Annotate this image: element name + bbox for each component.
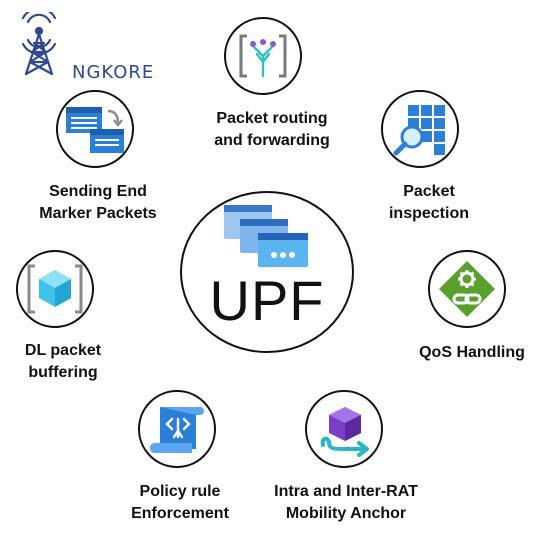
qos-label: QoS Handling bbox=[410, 342, 534, 364]
upf-title: UPF bbox=[209, 269, 325, 332]
policy-label: Policy rule Enforcement bbox=[118, 481, 242, 525]
endmarker-circle bbox=[56, 90, 134, 168]
buffering-label-line2: buffering bbox=[28, 364, 98, 381]
cube-brackets-icon bbox=[27, 264, 83, 314]
qos-label-line1: QoS Handling bbox=[419, 344, 525, 361]
endmarker-label-line2: Marker Packets bbox=[39, 205, 157, 222]
routing-label-line1: Packet routing bbox=[216, 110, 328, 127]
scroll-code-icon bbox=[149, 407, 204, 454]
app-windows-icon bbox=[224, 205, 308, 267]
routing-label: Packet routing and forwarding bbox=[202, 108, 342, 152]
upf-center-circle: UPF bbox=[180, 191, 354, 353]
qos-circle bbox=[428, 250, 506, 328]
windows-arrow-icon bbox=[66, 107, 124, 153]
mobility-label-line2: Mobility Anchor bbox=[285, 505, 407, 522]
endmarker-label: Sending End Marker Packets bbox=[24, 181, 172, 225]
policy-circle bbox=[138, 390, 216, 468]
mobility-label: Intra and Inter-RAT Mobility Anchor bbox=[266, 481, 426, 525]
buffering-circle bbox=[16, 250, 94, 328]
endmarker-label-line1: Sending End bbox=[49, 183, 147, 200]
inspection-label-line1: Packet bbox=[403, 183, 455, 200]
buffering-label: DL packet buffering bbox=[4, 340, 122, 384]
purple-cube-arrow-icon bbox=[320, 407, 369, 457]
gear-link-diamond-icon bbox=[439, 261, 495, 317]
policy-label-line2: Enforcement bbox=[131, 505, 229, 522]
logo-text: NGKORE bbox=[72, 62, 155, 83]
inspection-label-line2: inspection bbox=[388, 205, 469, 222]
ngkore-logo: NGKORE bbox=[14, 12, 153, 83]
mobility-label-line1: Intra and Inter-RAT bbox=[274, 483, 418, 500]
buffering-label-line1: DL packet bbox=[24, 342, 102, 359]
inspection-circle bbox=[381, 90, 459, 168]
policy-label-line1: Policy rule bbox=[139, 483, 221, 500]
grid-magnifier-icon bbox=[393, 105, 445, 156]
routing-circle bbox=[224, 17, 302, 95]
cell-tower-icon bbox=[21, 12, 57, 76]
mobility-circle bbox=[305, 390, 383, 468]
routing-brackets-icon bbox=[239, 34, 287, 78]
inspection-label: Packet inspection bbox=[374, 181, 484, 225]
routing-label-line2: and forwarding bbox=[214, 132, 330, 149]
